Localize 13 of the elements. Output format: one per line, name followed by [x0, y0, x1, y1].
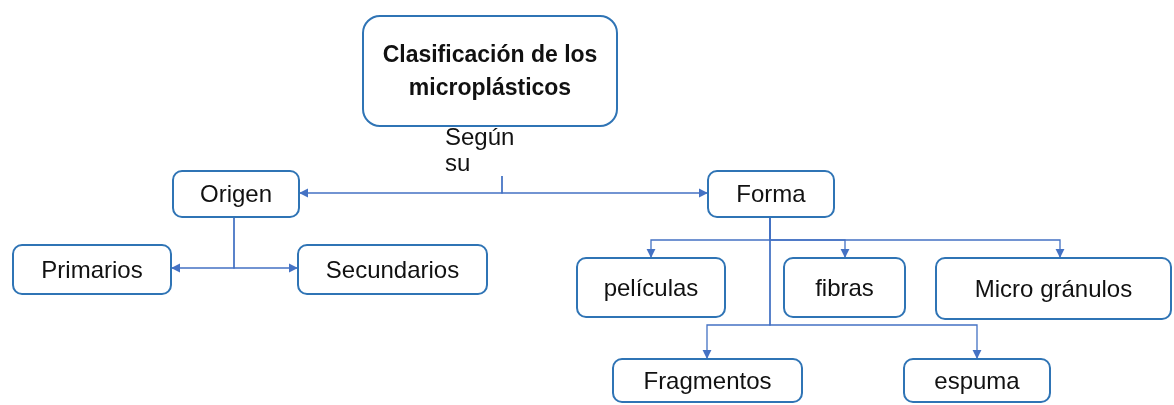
category-box: fibras — [783, 257, 906, 318]
category-box: Origen — [172, 170, 300, 218]
category-box: Secundarios — [297, 244, 488, 295]
category-box: películas — [576, 257, 726, 318]
connector-label: Según su — [445, 124, 541, 176]
arrow — [501, 175, 708, 198]
category-box: Micro gránulos — [935, 257, 1172, 320]
category-box: Forma — [707, 170, 835, 218]
category-box: espuma — [903, 358, 1051, 403]
title-box: Clasificación de los microplásticos — [362, 15, 618, 127]
arrow — [233, 217, 298, 273]
category-box: Fragmentos — [612, 358, 803, 403]
category-box: Primarios — [12, 244, 172, 295]
